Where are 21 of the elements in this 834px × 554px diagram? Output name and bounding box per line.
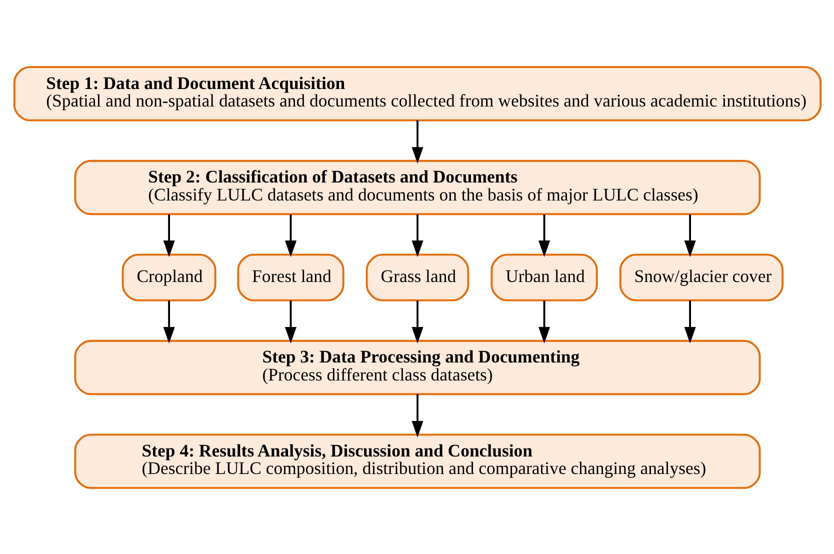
arrow bbox=[284, 300, 296, 343]
node-box: Step 4: Results Analysis, Discussion and Conclusion (Describe LULC composition, distribution and comparative changing analyses) bbox=[74, 433, 760, 488]
node-box: Cropland bbox=[121, 253, 216, 301]
node-box: Forest land bbox=[236, 253, 344, 301]
arrow bbox=[411, 214, 423, 257]
arrow bbox=[411, 120, 423, 164]
arrow bbox=[411, 300, 423, 343]
arrow bbox=[538, 300, 550, 343]
arrow bbox=[538, 214, 550, 257]
node-box: Grass land bbox=[365, 253, 469, 301]
arrow bbox=[162, 300, 174, 343]
node-box: Step 2: Classification of Datasets and Documents (Classify LULC datasets and documents on the basis of major LULC classes) bbox=[74, 159, 760, 215]
node-box: Step 1: Data and Document Acquisition (Spatial and non-spatial datasets and documents collected from websites and various academic institutions) bbox=[12, 66, 822, 121]
arrow bbox=[162, 214, 174, 257]
arrow bbox=[411, 394, 423, 437]
node-box: Step 3: Data Processing and Documenting (Process different class datasets) bbox=[74, 339, 760, 395]
arrow bbox=[684, 300, 696, 343]
arrow bbox=[684, 214, 696, 257]
node-box: Urban land bbox=[490, 253, 598, 301]
arrow bbox=[284, 214, 296, 257]
node-box: Snow/glacier cover bbox=[618, 253, 784, 301]
